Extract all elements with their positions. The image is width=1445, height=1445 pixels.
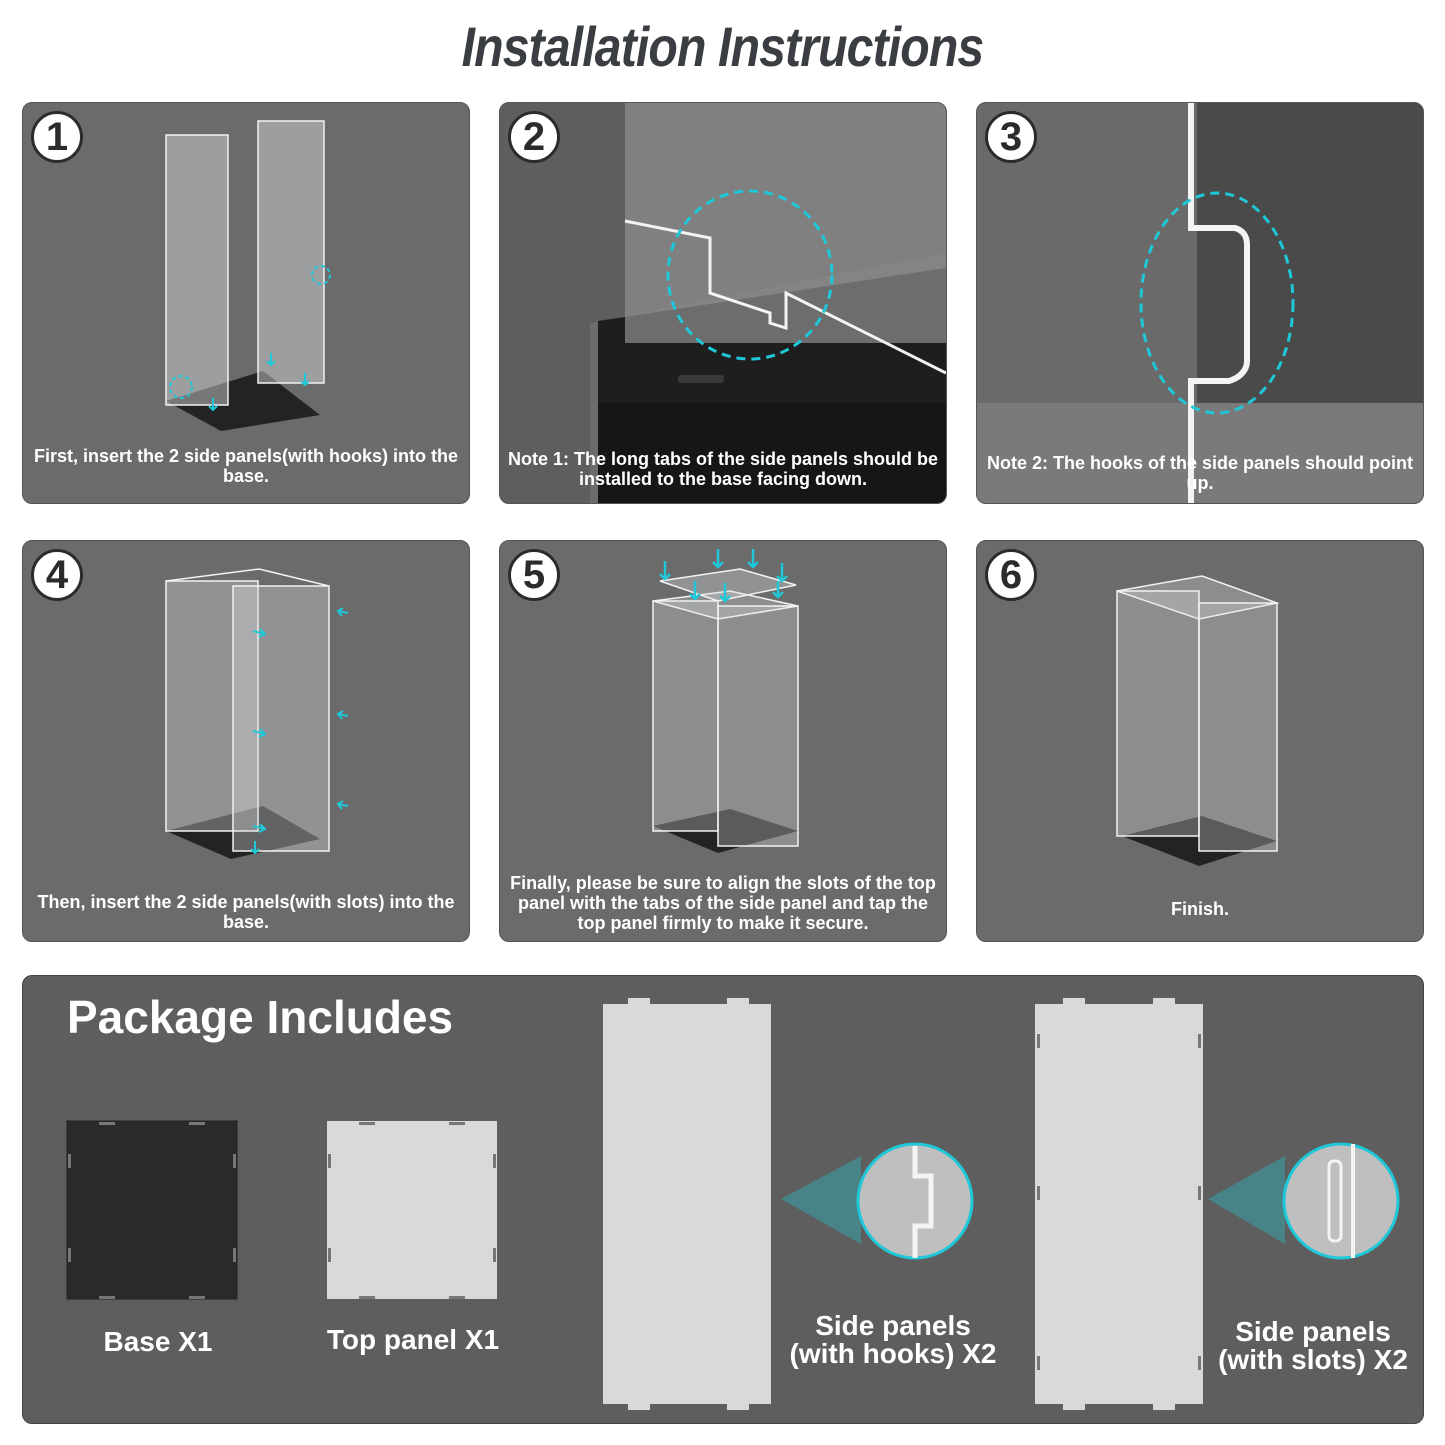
step-number-badge: 6 bbox=[985, 549, 1037, 601]
step-4-illustration bbox=[165, 568, 349, 859]
page-title: Installation Instructions bbox=[461, 15, 985, 78]
step-card-6: 6 Finish. bbox=[976, 540, 1424, 942]
step-3-illustration bbox=[977, 103, 1423, 503]
package-includes-panel: Package Includes Base X1 Top panel X1 Si… bbox=[22, 975, 1424, 1424]
side-panel-hooks-shape bbox=[603, 1004, 771, 1404]
base-label: Base X1 bbox=[103, 1326, 213, 1357]
step-number-badge: 5 bbox=[508, 549, 560, 601]
step-caption: First, insert the 2 side panels(with hoo… bbox=[33, 446, 459, 486]
step-2-illustration bbox=[500, 103, 946, 503]
step-caption: Then, insert the 2 side panels(with slot… bbox=[37, 892, 455, 932]
package-illustration bbox=[66, 998, 1400, 1410]
step-number-badge: 1 bbox=[31, 111, 83, 163]
step-card-3: 3 Note 2: The hooks of the side panels s… bbox=[976, 102, 1424, 504]
package-title: Package Includes bbox=[67, 991, 454, 1043]
step-number-badge: 3 bbox=[985, 111, 1037, 163]
side-panels-slots-label: Side panels (with slots) X2 bbox=[1218, 1316, 1408, 1375]
top-panel-shape bbox=[327, 1121, 497, 1299]
step-card-1: 1 First, insert the 2 side panels(with h… bbox=[22, 102, 470, 504]
step-6-illustration bbox=[1116, 575, 1280, 866]
side-panels-hooks-label: Side panels (with hooks) X2 bbox=[789, 1310, 997, 1369]
step-card-4: 4 Then, insert the 2 side panels(with sl… bbox=[22, 540, 470, 942]
step-caption: Note 2: The hooks of the side panels sho… bbox=[986, 453, 1414, 493]
step-number-badge: 4 bbox=[31, 549, 83, 601]
base-panel-shape bbox=[66, 1120, 238, 1300]
step-caption: Finish. bbox=[1171, 899, 1229, 919]
step-card-2: 2 Note 1: The long tabs of the side pane… bbox=[499, 102, 947, 504]
top-panel-label: Top panel X1 bbox=[326, 1324, 500, 1355]
step-caption: Finally, please be sure to align the slo… bbox=[510, 873, 936, 933]
step-caption: Note 1: The long tabs of the side panels… bbox=[507, 449, 939, 489]
step-number-badge: 2 bbox=[508, 111, 560, 163]
side-panel-slots-shape bbox=[1035, 1004, 1203, 1404]
step-5-illustration bbox=[652, 549, 799, 853]
step-card-5: 5 Finally, please be sure to align the s… bbox=[499, 540, 947, 942]
step-1-illustration bbox=[165, 120, 331, 431]
